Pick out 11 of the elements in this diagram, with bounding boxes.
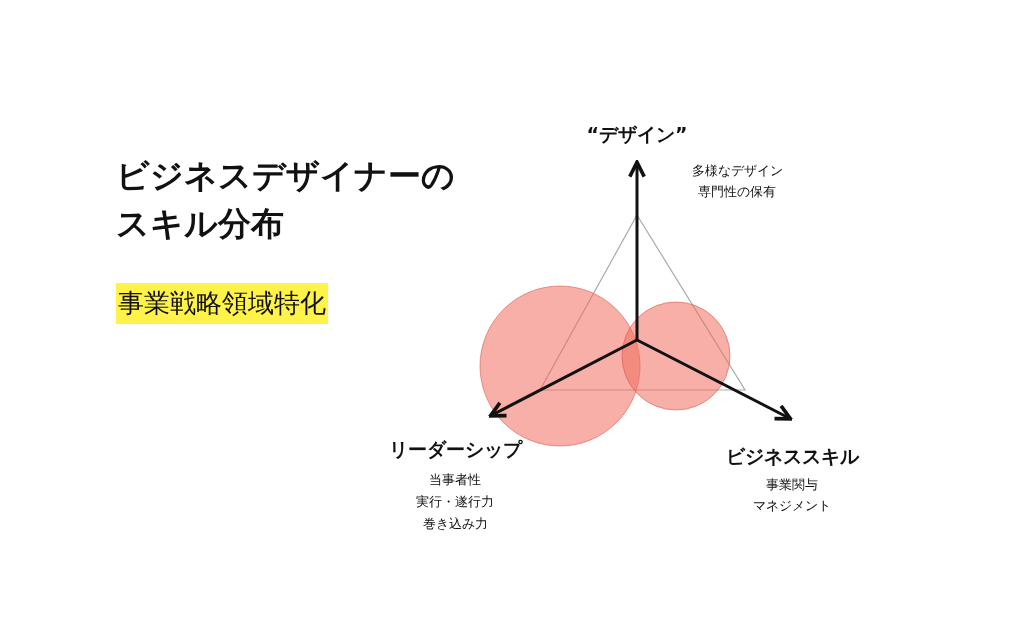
title: ビジネスデザイナーのスキル分布 — [116, 155, 456, 245]
axis-description: 多様なデザイン専門性の保有 — [690, 162, 784, 201]
axis-description: 当事者性 — [429, 471, 481, 489]
axis-description: 事業関与 — [766, 476, 818, 494]
axis-description: 実行・遂行力 — [416, 493, 494, 511]
axis-description: 巻き込み力 — [422, 515, 488, 533]
axis-description: マネジメント — [753, 497, 831, 515]
highlighted-label: 事業戦略領域特化 — [116, 283, 328, 324]
axis-label: ビジネススキル — [725, 444, 859, 469]
axis-label: “デザイン” — [586, 122, 688, 147]
axis-label: リーダーシップ — [388, 437, 522, 462]
